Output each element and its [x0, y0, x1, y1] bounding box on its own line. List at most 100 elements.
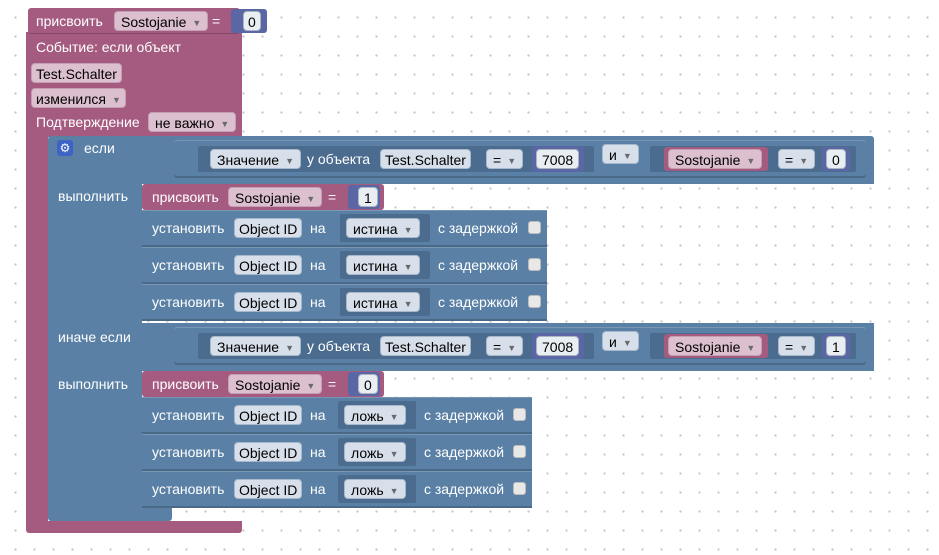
- variable-get-block[interactable]: Sostojanie▼: [664, 147, 768, 171]
- assign-label: присвоить: [152, 376, 219, 392]
- boolean-dropdown[interactable]: истина▼: [346, 218, 420, 238]
- set-state-block[interactable]: установить Object ID на ложь▼ с задержко…: [142, 434, 532, 471]
- object-id-field[interactable]: Test.Schalter: [380, 149, 471, 169]
- delay-label: с задержкой: [438, 294, 519, 310]
- set-state-block[interactable]: установить Object ID на истина▼ с задерж…: [142, 284, 547, 321]
- set-state-block[interactable]: установить Object ID на ложь▼ с задержко…: [142, 397, 532, 434]
- number-block[interactable]: 7008: [532, 333, 584, 359]
- chevron-down-icon: ▼: [111, 95, 121, 105]
- do-label-2: выполнить: [58, 376, 128, 392]
- if-block-spine: [48, 184, 142, 324]
- and-block-1[interactable]: Значение▼ у объекта Test.Schalter =▼ 700…: [174, 140, 866, 178]
- object-id-field[interactable]: Object ID: [234, 442, 303, 462]
- object-id-field[interactable]: Object ID: [234, 405, 303, 425]
- number-block[interactable]: 7008: [532, 146, 584, 172]
- boolean-dropdown[interactable]: ложь▼: [344, 405, 406, 425]
- set-label: установить: [152, 407, 225, 423]
- number-block[interactable]: 0: [231, 9, 267, 33]
- event-block-spine: [26, 137, 48, 522]
- variable-get-block[interactable]: Sostojanie▼: [664, 334, 768, 358]
- delay-checkbox[interactable]: [528, 295, 541, 308]
- delay-checkbox[interactable]: [513, 482, 526, 495]
- number-field[interactable]: 1: [826, 336, 846, 356]
- set-label: установить: [152, 294, 225, 310]
- number-block[interactable]: 0: [348, 372, 380, 396]
- on-label: на: [310, 407, 326, 423]
- event-change-dropdown[interactable]: изменился▼: [31, 88, 126, 108]
- object-id-field[interactable]: Test.Schalter: [380, 336, 471, 356]
- on-label: на: [310, 294, 326, 310]
- chevron-down-icon: ▼: [403, 299, 413, 309]
- variable-dropdown[interactable]: Sostojanie▼: [114, 11, 209, 31]
- if-label: если: [84, 140, 115, 156]
- number-field[interactable]: 1: [358, 187, 378, 207]
- variable-dropdown[interactable]: Sostojanie▼: [668, 336, 763, 356]
- chevron-down-icon: ▼: [403, 225, 413, 235]
- number-block[interactable]: 1: [822, 334, 850, 358]
- chevron-down-icon: ▼: [622, 151, 632, 161]
- assign-operator: =: [328, 189, 337, 205]
- number-field[interactable]: 7008: [536, 149, 580, 169]
- assign-block-1[interactable]: присвоить Sostojanie▼ = 1: [142, 184, 384, 210]
- boolean-dropdown[interactable]: ложь▼: [344, 479, 406, 499]
- object-id-field[interactable]: Object ID: [234, 255, 303, 275]
- on-label: на: [310, 481, 326, 497]
- chevron-down-icon: ▼: [285, 156, 295, 166]
- set-state-block[interactable]: установить Object ID на истина▼ с задерж…: [142, 247, 547, 284]
- property-dropdown[interactable]: Значение▼: [210, 149, 302, 169]
- assign-block-2[interactable]: присвоить Sostojanie▼ = 0: [142, 371, 384, 397]
- variable-dropdown[interactable]: Sostojanie▼: [228, 374, 323, 394]
- number-field[interactable]: 7008: [536, 336, 580, 356]
- set-state-block[interactable]: установить Object ID на истина▼ с задерж…: [142, 210, 547, 247]
- delay-checkbox[interactable]: [513, 445, 526, 458]
- assign-operator: =: [328, 376, 337, 392]
- variable-dropdown[interactable]: Sostojanie▼: [668, 149, 763, 169]
- if-block-spine-2: [48, 371, 142, 511]
- set-state-block[interactable]: установить Object ID на ложь▼ с задержко…: [142, 471, 532, 508]
- assign-operator: =: [212, 13, 221, 29]
- variable-dropdown[interactable]: Sostojanie▼: [228, 187, 323, 207]
- elseif-label: иначе если: [58, 329, 131, 345]
- number-field[interactable]: 0: [358, 374, 378, 394]
- assign-block-top[interactable]: присвоить Sostojanie▼ = 0: [28, 8, 267, 34]
- number-block[interactable]: 1: [348, 185, 380, 209]
- boolean-dropdown[interactable]: ложь▼: [344, 442, 406, 462]
- operator-dropdown[interactable]: =▼: [486, 149, 524, 169]
- chevron-down-icon: ▼: [507, 156, 517, 166]
- chevron-down-icon: ▼: [285, 343, 295, 353]
- set-label: установить: [152, 257, 225, 273]
- property-dropdown[interactable]: Значение▼: [210, 336, 302, 356]
- chevron-down-icon: ▼: [799, 343, 809, 353]
- event-block-footer: [26, 521, 242, 533]
- object-id-field[interactable]: Object ID: [234, 479, 303, 499]
- operator-dropdown[interactable]: =▼: [778, 336, 816, 356]
- logic-operator-dropdown[interactable]: и▼: [602, 144, 639, 164]
- gear-icon[interactable]: ⚙: [57, 140, 73, 156]
- object-id-field[interactable]: Object ID: [234, 218, 303, 238]
- chevron-down-icon: ▼: [507, 343, 517, 353]
- confirm-dropdown[interactable]: не важно▼: [148, 112, 237, 132]
- set-label: установить: [152, 220, 225, 236]
- chevron-down-icon: ▼: [306, 194, 316, 204]
- and-block-2[interactable]: Значение▼ у объекта Test.Schalter =▼ 700…: [174, 327, 866, 365]
- assign-label: присвоить: [36, 13, 103, 29]
- number-field[interactable]: 0: [243, 11, 261, 31]
- operator-dropdown[interactable]: =▼: [778, 149, 816, 169]
- chevron-down-icon: ▼: [403, 262, 413, 272]
- boolean-dropdown[interactable]: истина▼: [346, 255, 420, 275]
- delay-checkbox[interactable]: [528, 258, 541, 271]
- set-label: установить: [152, 481, 225, 497]
- delay-label: с задержкой: [438, 257, 519, 273]
- delay-checkbox[interactable]: [528, 221, 541, 234]
- number-block[interactable]: 0: [822, 147, 850, 171]
- chevron-down-icon: ▼: [306, 381, 316, 391]
- boolean-dropdown[interactable]: истина▼: [346, 292, 420, 312]
- event-object-id[interactable]: Test.Schalter: [31, 63, 122, 83]
- logic-operator-dropdown[interactable]: и▼: [602, 331, 639, 351]
- object-id-field[interactable]: Object ID: [234, 292, 303, 312]
- operator-dropdown[interactable]: =▼: [486, 336, 524, 356]
- event-title: Событие: если объект: [36, 39, 182, 55]
- if-block-footer: [48, 508, 172, 521]
- number-field[interactable]: 0: [826, 149, 846, 169]
- delay-checkbox[interactable]: [513, 408, 526, 421]
